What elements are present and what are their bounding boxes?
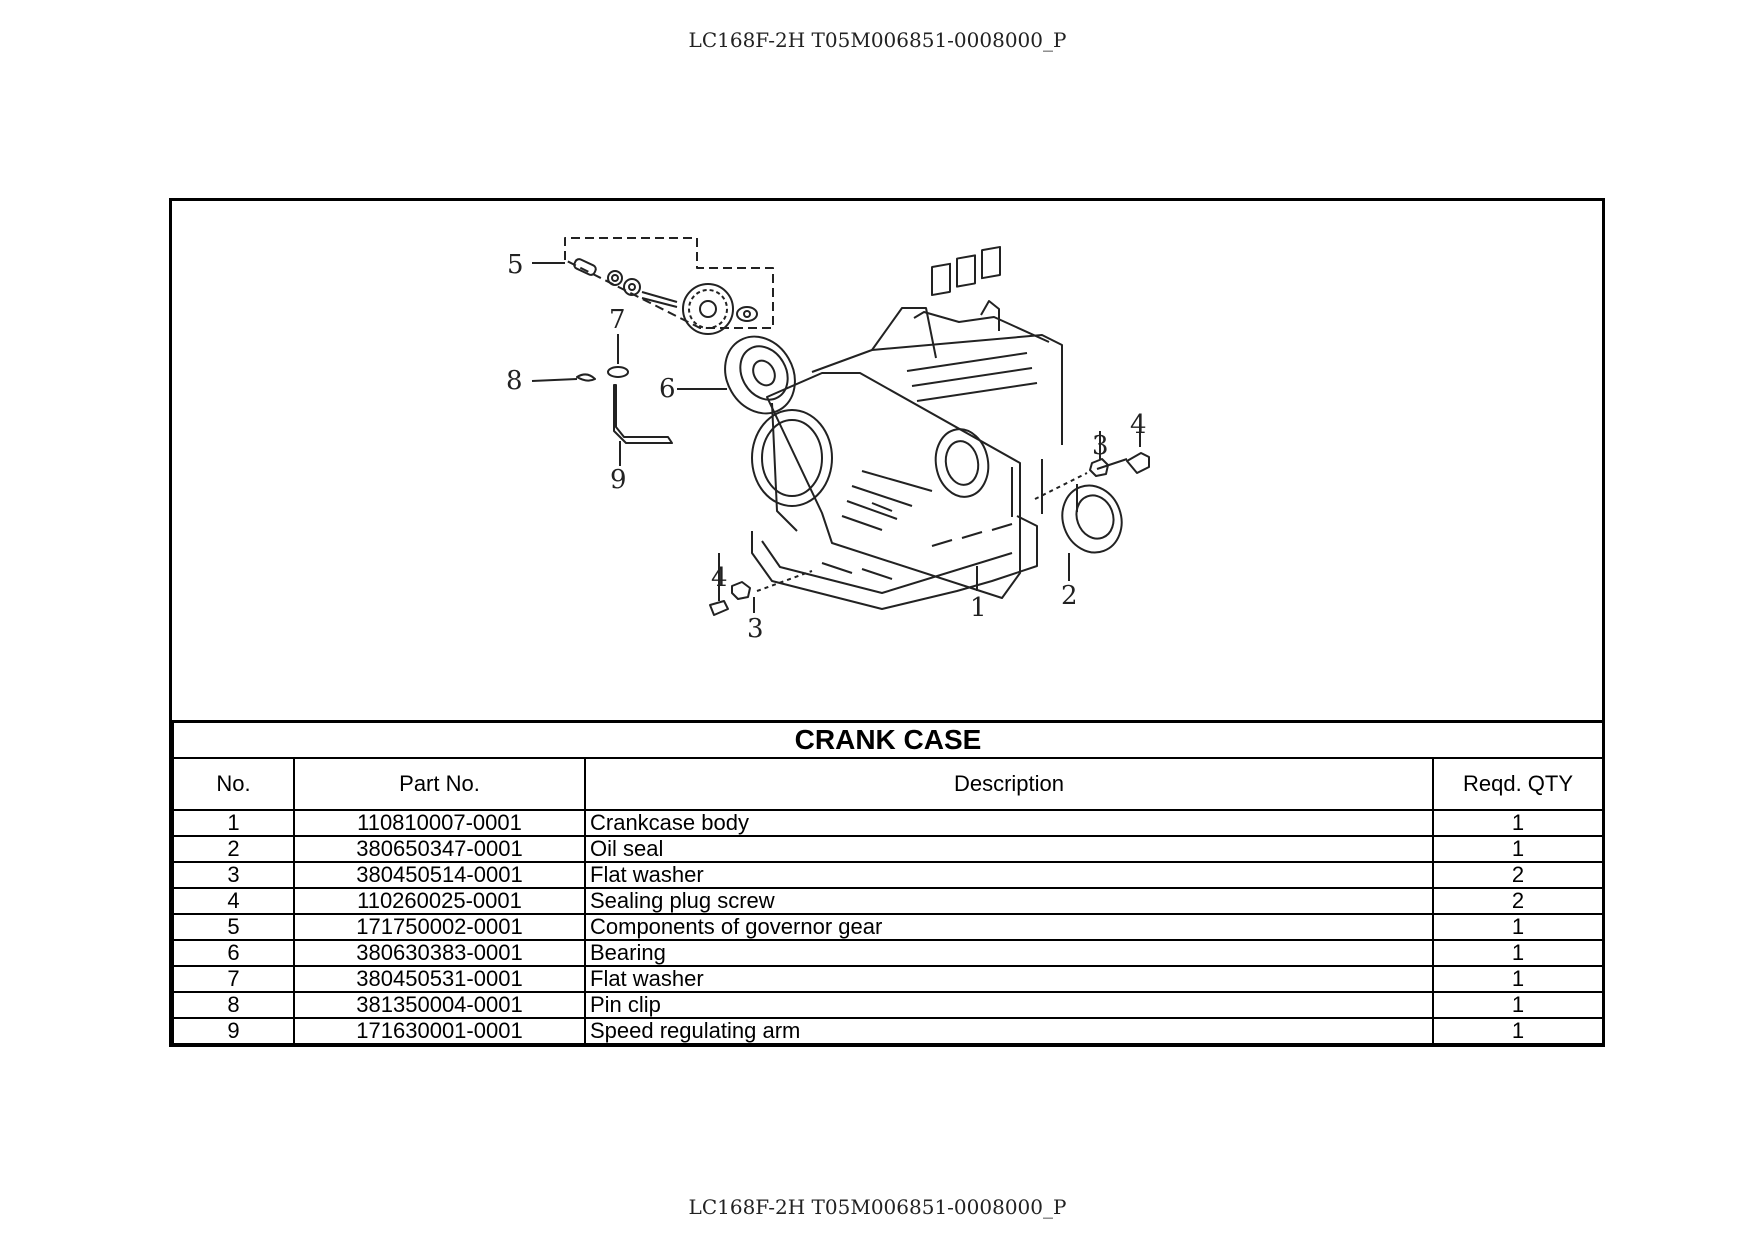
callout-8: 8 bbox=[506, 366, 523, 396]
row-part-no: 380450531-0001 bbox=[293, 965, 586, 993]
row-description: Speed regulating arm bbox=[584, 1017, 1434, 1045]
callout-3-bottom: 3 bbox=[747, 614, 764, 644]
table-title-row: CRANK CASE bbox=[172, 720, 1604, 759]
governor-gear-assembly bbox=[532, 237, 774, 335]
callout-2: 2 bbox=[1061, 581, 1078, 611]
header-doc-code: LC168F-2H T05M006851-0008000_P bbox=[688, 28, 1067, 52]
row-part-no: 110810007-0001 bbox=[293, 809, 586, 837]
row-no: 5 bbox=[172, 913, 295, 941]
bottom-left-parts bbox=[709, 553, 813, 616]
row-no: 1 bbox=[172, 809, 295, 837]
callout-6: 6 bbox=[659, 374, 676, 404]
callout-3-right: 3 bbox=[1092, 431, 1109, 461]
row-no: 3 bbox=[172, 861, 295, 889]
row-part-no: 380650347-0001 bbox=[293, 835, 586, 863]
row-qty: 1 bbox=[1432, 965, 1604, 993]
row-no: 2 bbox=[172, 835, 295, 863]
row-part-no: 381350004-0001 bbox=[293, 991, 586, 1019]
row-no: 9 bbox=[172, 1017, 295, 1045]
column-header-part-no: Part No. bbox=[293, 757, 586, 811]
row-qty: 1 bbox=[1432, 913, 1604, 941]
callout-7: 7 bbox=[609, 305, 626, 335]
footer-doc-code: LC168F-2H T05M006851-0008000_P bbox=[688, 1195, 1067, 1219]
speed-arm-parts bbox=[531, 334, 673, 466]
section-title: CRANK CASE bbox=[172, 720, 1604, 759]
row-qty: 2 bbox=[1432, 887, 1604, 915]
right-side-parts bbox=[1034, 424, 1150, 581]
row-description: Pin clip bbox=[584, 991, 1434, 1019]
row-part-no: 171630001-0001 bbox=[293, 1017, 586, 1045]
row-description: Oil seal bbox=[584, 835, 1434, 863]
exploded-view-diagram: 5 7 8 6 9 3 4 1 2 4 3 bbox=[172, 201, 1602, 720]
row-part-no: 171750002-0001 bbox=[293, 913, 586, 941]
crankcase-exploded-drawing: 5 7 8 6 9 3 4 1 2 4 3 bbox=[506, 237, 1150, 644]
row-qty: 1 bbox=[1432, 809, 1604, 837]
row-no: 7 bbox=[172, 965, 295, 993]
column-header-no: No. bbox=[172, 757, 295, 811]
callout-1: 1 bbox=[970, 593, 987, 623]
row-description: Bearing bbox=[584, 939, 1434, 967]
row-qty: 2 bbox=[1432, 861, 1604, 889]
callout-4-right: 4 bbox=[1130, 410, 1147, 440]
column-header-qty: Reqd. QTY bbox=[1432, 757, 1604, 811]
row-description: Crankcase body bbox=[584, 809, 1434, 837]
callout-9: 9 bbox=[610, 465, 627, 495]
row-description: Components of governor gear bbox=[584, 913, 1434, 941]
callout-4-bottom: 4 bbox=[711, 563, 728, 593]
table-header-row: No. Part No. Description Reqd. QTY bbox=[172, 757, 1604, 811]
row-description: Sealing plug screw bbox=[584, 887, 1434, 915]
row-qty: 1 bbox=[1432, 1017, 1604, 1045]
row-description: Flat washer bbox=[584, 861, 1434, 889]
column-header-description: Description bbox=[584, 757, 1434, 811]
callout-5: 5 bbox=[507, 250, 524, 280]
row-no: 8 bbox=[172, 991, 295, 1019]
parts-table: CRANK CASE No. Part No. Description Reqd… bbox=[172, 720, 1604, 1045]
row-qty: 1 bbox=[1432, 991, 1604, 1019]
row-description: Flat washer bbox=[584, 965, 1434, 993]
bearing bbox=[677, 335, 796, 415]
crankcase-body bbox=[751, 245, 1078, 610]
row-qty: 1 bbox=[1432, 835, 1604, 863]
row-qty: 1 bbox=[1432, 939, 1604, 967]
row-part-no: 110260025-0001 bbox=[293, 887, 586, 915]
row-part-no: 380630383-0001 bbox=[293, 939, 586, 967]
row-no: 6 bbox=[172, 939, 295, 967]
callout-labels: 5 7 8 6 9 3 4 1 2 4 3 bbox=[506, 250, 1147, 644]
parts-sheet-frame: 5 7 8 6 9 3 4 1 2 4 3 CRANK CASE bbox=[169, 198, 1605, 1047]
row-no: 4 bbox=[172, 887, 295, 915]
row-part-no: 380450514-0001 bbox=[293, 861, 586, 889]
